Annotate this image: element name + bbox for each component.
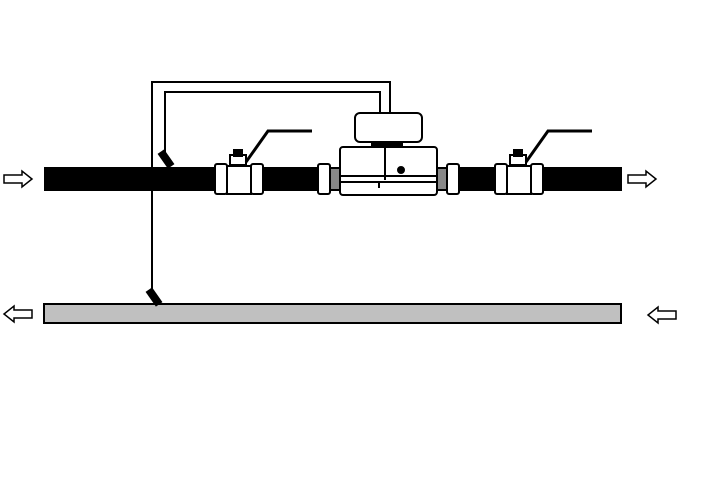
return-pipe	[43, 303, 622, 324]
arrow-right-icon	[627, 169, 658, 189]
supply-temperature-sensor-icon	[157, 149, 175, 169]
supply-sensor-wire	[164, 91, 381, 160]
arrow-left-icon	[2, 304, 33, 324]
return-temperature-sensor-icon	[145, 287, 163, 307]
flow-arrows	[2, 169, 677, 325]
arrow-right-icon	[3, 169, 34, 189]
ball-valve-icon	[214, 129, 312, 195]
ball-valve-icon	[494, 129, 592, 195]
arrow-left-icon	[646, 305, 677, 325]
flow-meter-icon	[317, 112, 460, 196]
